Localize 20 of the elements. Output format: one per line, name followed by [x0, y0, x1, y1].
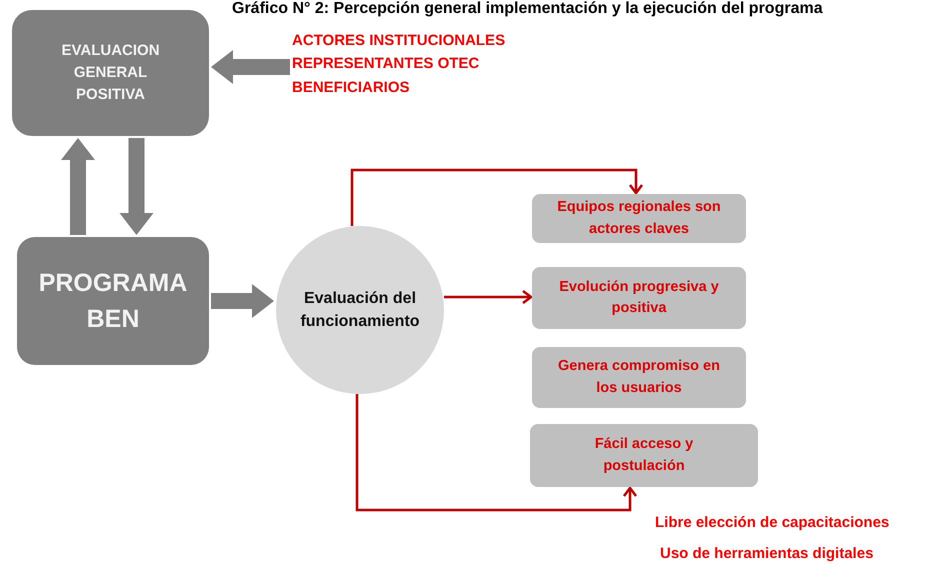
arrow — [444, 290, 532, 304]
actor-label: BENEFICIARIOS — [292, 78, 410, 98]
finding-box: Fácil acceso y postulación — [530, 424, 758, 487]
actor-label: ACTORES INSTITUCIONALES — [292, 31, 506, 52]
finding-box: Evolución progresiva y positiva — [532, 267, 746, 329]
actor-label: REPRESENTANTES OTEC — [292, 54, 480, 74]
finding-box: Equipos regionales son actores claves — [532, 194, 746, 243]
arrow — [211, 284, 274, 318]
finding-box: Genera compromiso en los usuarios — [532, 347, 746, 408]
evaluation-box: EVALUACION GENERAL POSITIVA — [12, 10, 209, 136]
note-text: Libre elección de capacitaciones — [655, 514, 890, 531]
program-box: PROGRAMA BEN — [17, 237, 209, 365]
arrow — [61, 138, 95, 235]
evaluation-circle: Evaluación del funcionamiento — [276, 226, 444, 394]
arrow — [120, 138, 154, 235]
arrow — [356, 394, 638, 512]
arrow — [211, 50, 290, 84]
note-text: Uso de herramientas digitales — [660, 545, 874, 562]
chart-title: Gráfico N° 2: Percepción general implementación y la ejecución del programa — [232, 0, 823, 18]
arrow — [350, 168, 644, 226]
